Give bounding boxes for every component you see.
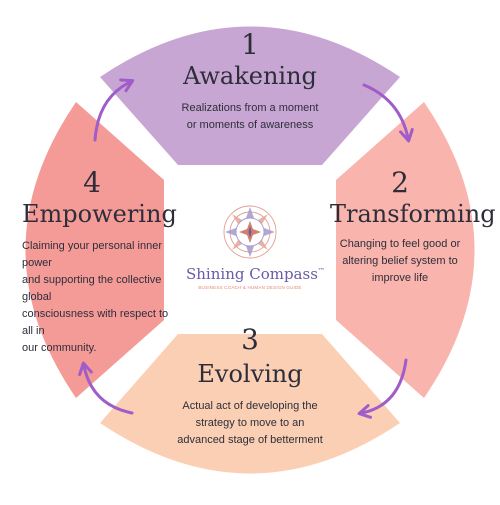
trademark-symbol: ™	[317, 267, 325, 275]
stage-1-description: Realizations from a moment or moments of…	[181, 102, 319, 131]
arrow-1-to-2	[362, 83, 414, 143]
stage-4-title: Empowering	[22, 200, 177, 228]
compass-logo-icon	[223, 205, 277, 259]
evolving-segment	[100, 334, 400, 474]
stage-4-number: 4	[83, 166, 101, 199]
awakening-segment	[100, 26, 400, 165]
logo-name: Shining Compass™	[186, 265, 325, 283]
empowering-segment	[25, 102, 164, 398]
stage-3-number: 3	[241, 323, 259, 356]
stage-4-description: Claiming your personal inner power and s…	[22, 240, 169, 354]
stage-1-number: 1	[241, 28, 259, 61]
transforming-segment	[336, 102, 475, 398]
stage-2-description: Changing to feel good or altering belief…	[339, 238, 461, 284]
logo-tagline: BUSINESS COACH & HUMAN DESIGN GUIDE	[198, 285, 302, 290]
arrow-3-to-4	[78, 361, 134, 415]
stage-1-title: Awakening	[183, 62, 317, 90]
stage-2-title: Transforming	[330, 200, 496, 228]
arrow-2-to-3	[357, 358, 408, 419]
stage-2-number: 2	[391, 166, 409, 199]
stage-3-description: Actual act of developing the strategy to…	[177, 400, 323, 446]
stage-3-title: Evolving	[197, 360, 303, 388]
arrow-4-to-1	[93, 78, 135, 142]
